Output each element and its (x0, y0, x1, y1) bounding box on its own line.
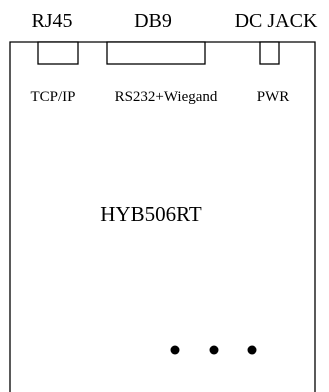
rj45-label: RJ45 (31, 10, 72, 32)
indicator-dot (170, 345, 180, 355)
rj45-connector (37, 41, 79, 65)
db9-label: DB9 (134, 10, 172, 32)
dc-jack-label: DC JACK (235, 10, 318, 32)
dc-jack-connector (259, 41, 280, 65)
db9-connector (106, 41, 206, 65)
pwr-port-label: PWR (257, 89, 290, 105)
tcp-ip-port-label: TCP/IP (30, 89, 75, 105)
indicator-dot (209, 345, 219, 355)
rs232-wiegand-port-label: RS232+Wiegand (115, 89, 218, 105)
model-label: HYB506RT (100, 202, 202, 226)
indicator-dot (247, 345, 257, 355)
